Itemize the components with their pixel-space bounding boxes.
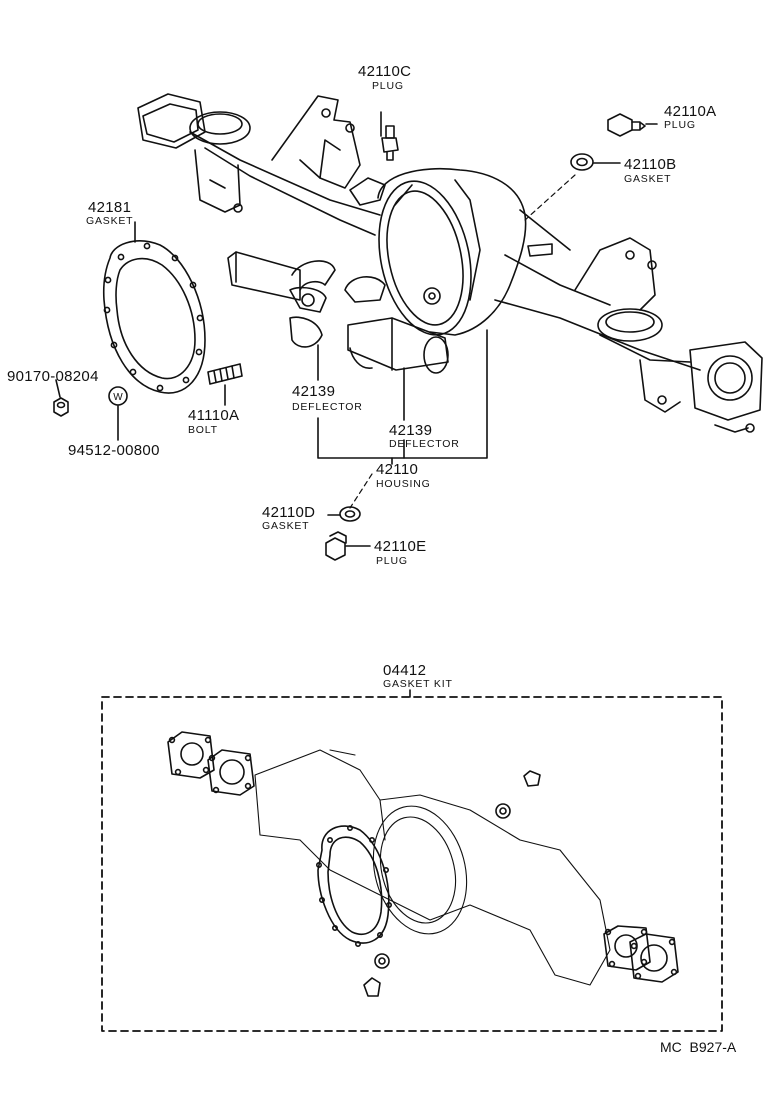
label-41110a-number: 41110A: [188, 407, 240, 424]
housing-leader-lines: [317, 329, 488, 509]
label-42181-name: GASKET: [86, 215, 134, 227]
washer-94512-drawing: W: [108, 386, 128, 441]
label-42110d-name: GASKET: [262, 520, 310, 532]
label-41110a-name: BOLT: [188, 424, 218, 436]
gasket-42181-drawing: [102, 221, 206, 394]
label-gasket-kit-name: GASKET KIT: [383, 678, 453, 690]
label-gasket-kit-number: 04412: [383, 662, 427, 679]
plug-42110c-drawing: [380, 111, 399, 161]
label-42110c-name: PLUG: [372, 80, 404, 92]
gasket-kit-parts: [167, 731, 679, 997]
plug-42110a-drawing: [607, 113, 658, 137]
label-42110-number: 42110: [376, 461, 419, 478]
gasket-42110d-drawing: [327, 506, 361, 522]
label-94512-number: 94512-00800: [68, 442, 160, 459]
reference-code: MC B927-A: [660, 1039, 737, 1055]
label-42110a-number: 42110A: [664, 103, 717, 120]
axle-housing-drawing: [137, 93, 763, 433]
label-42181-number: 42181: [88, 199, 132, 216]
label-42110b-number: 42110B: [624, 156, 677, 173]
gasket-kit-box: [101, 689, 723, 1032]
stud-bolt-41110a-drawing: [207, 363, 243, 406]
label-42139b-name: DEFLECTOR: [389, 438, 460, 450]
label-90170-number: 90170-08204: [7, 368, 99, 385]
plug-42110e-drawing: [325, 531, 371, 561]
label-42139b-number: 42139: [389, 422, 433, 439]
deflector-42139a-drawing: [227, 251, 336, 381]
gasket-kit-ghost-housing: [254, 749, 611, 986]
washer-mark: W: [113, 392, 123, 403]
deflector-42139b-drawing: [344, 276, 449, 421]
label-42139a-number: 42139: [292, 383, 336, 400]
label-42110a-name: PLUG: [664, 119, 696, 131]
label-42139a-name: DEFLECTOR: [292, 401, 363, 413]
nut-90170-drawing: [53, 379, 69, 417]
label-42110b-name: GASKET: [624, 173, 672, 185]
label-42110-name: HOUSING: [376, 478, 431, 490]
gasket-42110b-drawing: [570, 153, 621, 171]
label-42110e-name: PLUG: [376, 555, 408, 567]
label-42110e-number: 42110E: [374, 538, 427, 555]
label-42110c-number: 42110C: [358, 63, 412, 80]
label-42110d-number: 42110D: [262, 504, 316, 521]
